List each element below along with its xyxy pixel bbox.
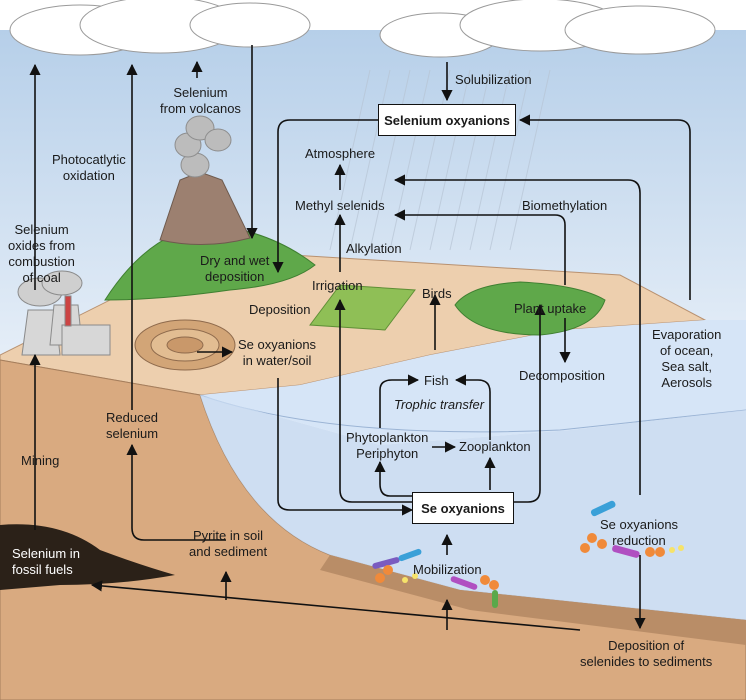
label-line: selenium xyxy=(106,426,159,441)
arrow-biomethylation xyxy=(393,174,641,495)
volcano-cone xyxy=(159,171,251,245)
label-line: of ocean, xyxy=(659,343,714,358)
microbes-mobilization xyxy=(372,548,499,608)
label-line: oxidation xyxy=(62,168,115,183)
label-line: Selenium in xyxy=(12,546,80,561)
label-reduced-selenium: Reduced selenium xyxy=(106,410,158,442)
fossil-fuel-deposit xyxy=(0,524,175,590)
arrow-se-water-to-se-oxyanions xyxy=(277,378,414,516)
label-line: Deposition of xyxy=(608,638,685,653)
label-line: Reduced xyxy=(106,410,159,425)
label-trophic-transfer: Trophic transfer xyxy=(394,397,485,412)
plant-field xyxy=(454,281,606,336)
label-line: Selenium xyxy=(14,222,69,237)
label-deposition: Deposition xyxy=(249,302,311,317)
label-line: fossil fuels xyxy=(12,562,73,577)
arrow-pyrite-to-reduced xyxy=(126,443,226,541)
mine-pit xyxy=(134,319,236,371)
microbes-reduction xyxy=(580,500,684,558)
label-se-oxyanions-reduction: Se oxyanions reduction xyxy=(600,517,678,549)
label-alkylation: Alkylation xyxy=(346,241,402,256)
label-se-water-soil: Se oxyanions in water/soil xyxy=(238,337,316,369)
label-solubilization: Solubilization xyxy=(455,72,532,87)
label-irrigation: Irrigation xyxy=(312,278,363,293)
label-line: combustion xyxy=(8,254,75,269)
label-phytoplankton-periphyton: Phytoplankton Periphyton xyxy=(346,430,428,462)
crop-field xyxy=(309,284,416,331)
label-line: Sea salt, xyxy=(661,359,712,374)
label-line: oxides from xyxy=(8,238,76,253)
arrow-se-oxyanions-to-irrigation xyxy=(334,298,412,503)
label-selenium-from-volcanos: Selenium from volcanos xyxy=(160,85,241,117)
label-line: Periphyton xyxy=(356,446,419,461)
label-pyrite: Pyrite in soil and sediment xyxy=(189,528,267,560)
water-top xyxy=(200,320,746,445)
label-plant-uptake: Plant uptake xyxy=(514,301,587,316)
label-methyl-selenids: Methyl selenids xyxy=(295,198,385,213)
arrow-zoo-to-fish xyxy=(454,374,491,440)
label-line: in water/soil xyxy=(242,353,312,368)
label-atmosphere: Atmosphere xyxy=(305,146,376,161)
arrow-se-oxyanions-to-phyto xyxy=(374,460,412,497)
label-birds: Birds xyxy=(422,286,452,301)
cycle-arrows xyxy=(29,45,691,631)
selenium-oxyanions-box: Selenium oxyanions xyxy=(378,104,516,136)
cloud-right xyxy=(379,0,716,58)
label-line: and sediment xyxy=(189,544,268,559)
cloud-left xyxy=(9,0,311,56)
label-line: Photocatlytic xyxy=(52,152,126,167)
label-deposition-selenides: Deposition of selenides to sediments xyxy=(580,638,712,670)
label-line: of coal xyxy=(22,270,61,285)
label-line: Se oxyanions xyxy=(600,517,679,532)
label-line: selenides to sediments xyxy=(580,654,713,669)
label-photocatalytic-oxidation: Photocatlytic oxidation xyxy=(52,152,126,184)
label-line: from volcanos xyxy=(160,101,241,116)
label-fish: Fish xyxy=(424,373,449,388)
label-line: Evaporation xyxy=(652,327,722,342)
arrow-deposition-to-fossil xyxy=(90,580,581,631)
label-line: deposition xyxy=(205,269,265,284)
arrow-se-oxyanions-to-plant xyxy=(512,303,546,503)
label-mining: Mining xyxy=(21,453,60,468)
arrow-plant-to-methyl xyxy=(393,209,566,285)
label-biomethylation: Biomethylation xyxy=(522,198,608,213)
label-line: Phytoplankton xyxy=(346,430,429,445)
label-line: Dry and wet xyxy=(200,253,270,268)
label-line: reduction xyxy=(612,533,666,548)
power-plant xyxy=(17,270,111,356)
se-oxyanions-box: Se oxyanions xyxy=(412,492,514,524)
arrow-evaporation-to-oxyanions xyxy=(518,114,691,300)
label-evaporation: Evaporation of ocean, Sea salt, Aerosols xyxy=(652,327,721,391)
label-mobilization: Mobilization xyxy=(413,562,482,577)
arrow-phyto-to-fish xyxy=(379,374,420,428)
label-dry-wet-deposition: Dry and wet deposition xyxy=(200,253,269,285)
label-line: Pyrite in soil xyxy=(192,528,264,543)
label-line: Se oxyanions xyxy=(238,337,317,352)
label-zooplankton: Zooplankton xyxy=(459,439,531,454)
arrow-oxyanions-to-deposition xyxy=(272,119,390,274)
label-decomposition: Decomposition xyxy=(519,368,605,383)
label-selenium-oxides-coal: Selenium oxides from combustion of coal xyxy=(8,222,75,286)
label-fossil-fuels: Selenium in fossil fuels xyxy=(12,546,80,578)
label-line: Aerosols xyxy=(661,375,712,390)
label-line: Selenium xyxy=(173,85,228,100)
volcano-smoke xyxy=(174,115,232,178)
